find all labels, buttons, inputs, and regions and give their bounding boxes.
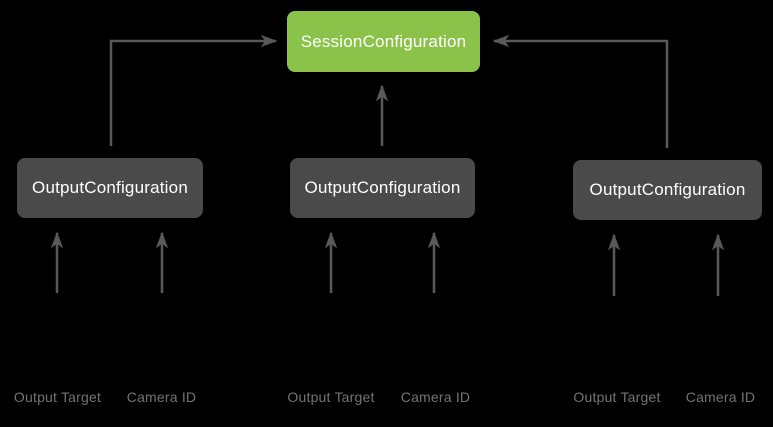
arrow-output-config-3-to-session-icon xyxy=(492,34,669,148)
output-configuration-node-2: OutputConfiguration xyxy=(290,158,475,218)
output-configuration-node-1: OutputConfiguration xyxy=(17,158,203,218)
arrow-output-config-1-to-session-icon xyxy=(109,34,278,146)
input-label-output-target-3: Output Target xyxy=(573,389,661,405)
session-configuration-node: SessionConfiguration xyxy=(287,11,480,72)
output-configuration-node-3: OutputConfiguration xyxy=(573,160,762,220)
input-label-camera-id-1: Camera ID xyxy=(126,389,197,405)
input-label-camera-id-3: Camera ID xyxy=(685,389,756,405)
input-label-output-target-1: Output Target xyxy=(13,389,102,405)
input-label-output-target-2: Output Target xyxy=(287,389,375,405)
input-label-camera-id-2: Camera ID xyxy=(400,389,471,405)
